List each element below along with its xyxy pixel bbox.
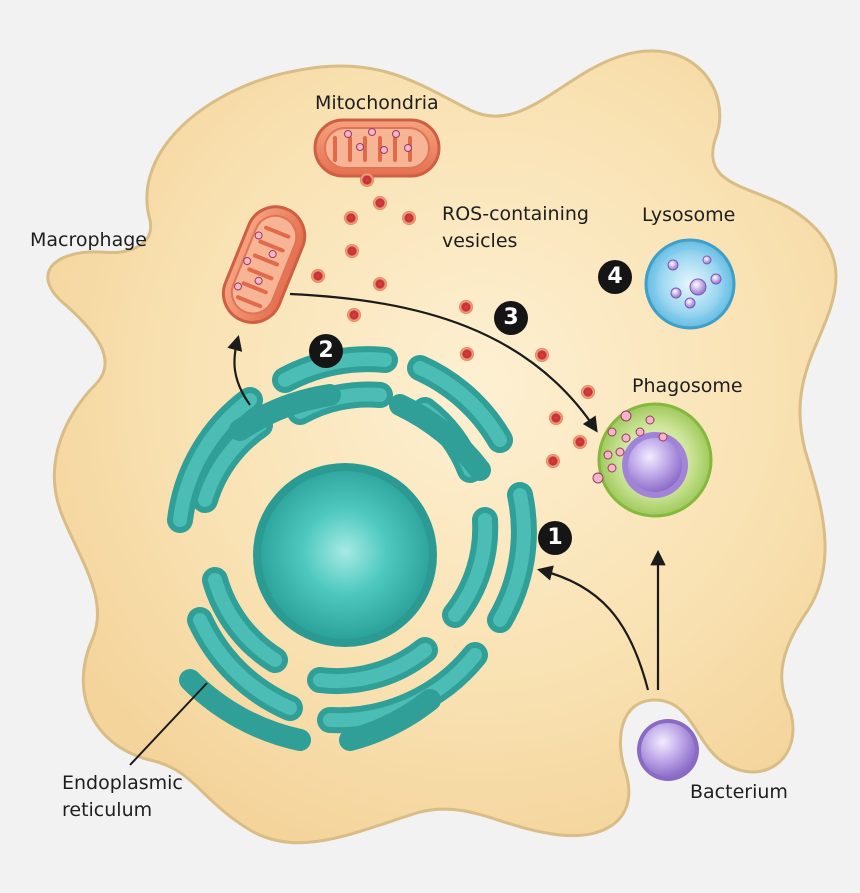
macrophage-label: Macrophage <box>30 229 147 251</box>
bacterium-label: Bacterium <box>690 781 788 803</box>
lysosome-label: Lysosome <box>642 204 736 226</box>
macrophage-cell <box>46 49 838 845</box>
ros-vesicles-label-line1: ROS-containing <box>442 203 589 225</box>
arrows <box>227 292 666 691</box>
ros-vesicles-label-line2: vesicles <box>442 230 518 252</box>
bacterium <box>637 719 699 781</box>
mitochondria-label: Mitochondria <box>315 92 439 114</box>
arrow-bacterium-to-er <box>537 565 650 691</box>
step-badge-1: 1 <box>538 521 572 555</box>
lysosome <box>644 238 736 330</box>
phagosome-label: Phagosome <box>632 375 743 397</box>
mitochondrion-top <box>313 118 441 178</box>
step-badge-2: 2 <box>309 334 343 368</box>
step-badge-3: 3 <box>494 301 528 335</box>
er-label-line2: reticulum <box>62 799 153 821</box>
ros-vesicles <box>311 173 595 468</box>
step-badge-4: 4 <box>598 260 632 294</box>
phagosome <box>592 402 713 518</box>
arrow-mitochondria-to-phagosome <box>289 292 598 433</box>
arrow-er-to-mitochondria <box>227 335 251 406</box>
mitochondrion-left <box>221 205 307 324</box>
nucleus <box>253 463 437 647</box>
er-leader-line <box>129 682 208 766</box>
er-label-line1: Endoplasmic <box>62 772 183 794</box>
